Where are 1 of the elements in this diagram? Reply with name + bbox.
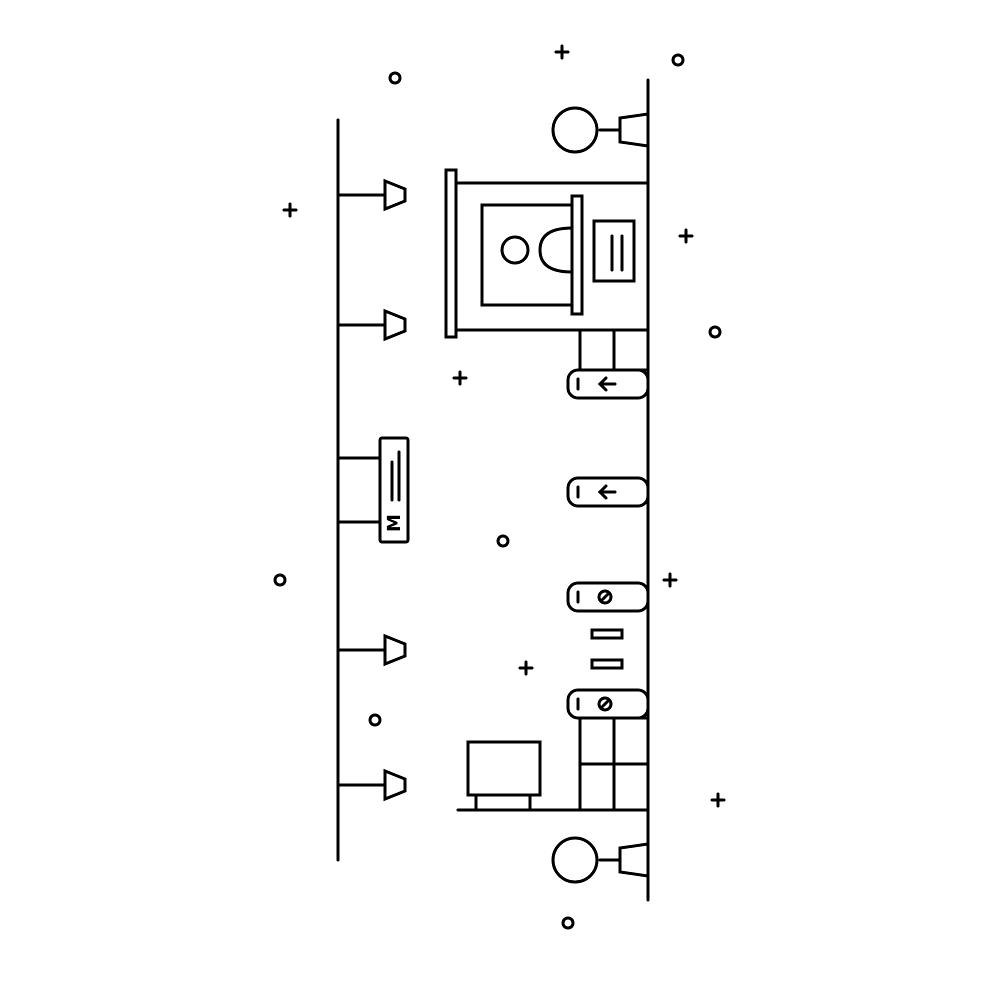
sign-letter: M <box>386 514 404 532</box>
